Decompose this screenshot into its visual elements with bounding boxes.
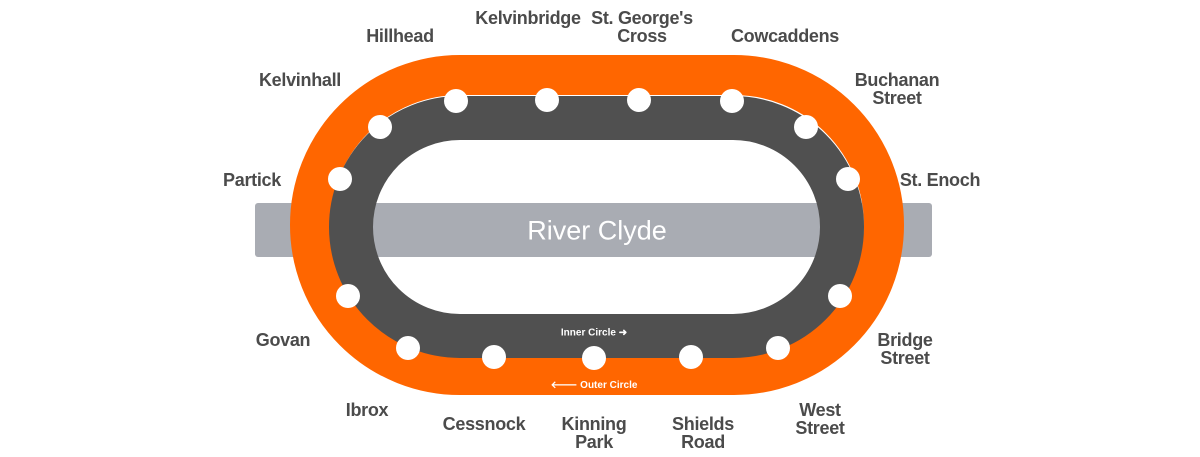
- inner-circle-line: [329, 96, 864, 358]
- station-label[interactable]: Kelvinbridge: [475, 8, 581, 28]
- station-label[interactable]: Hillhead: [366, 26, 434, 46]
- station-dot[interactable]: [582, 346, 606, 370]
- station-dot[interactable]: [444, 89, 468, 113]
- inner-circle-direction: Inner Circle ➜: [560, 327, 628, 339]
- station-dot[interactable]: [328, 167, 352, 191]
- station-label[interactable]: St. George's Cross: [591, 8, 693, 46]
- station-dot[interactable]: [535, 88, 559, 112]
- station-dot[interactable]: [482, 345, 506, 369]
- station-dot[interactable]: [836, 167, 860, 191]
- station-label[interactable]: Govan: [255, 330, 311, 350]
- outer-circle-direction: 🡐 Outer Circle: [550, 380, 638, 391]
- station-label[interactable]: Kinning Park: [561, 414, 627, 452]
- station-label[interactable]: West Street: [795, 400, 845, 438]
- station-dot[interactable]: [627, 88, 651, 112]
- station-label[interactable]: Bridge Street: [877, 330, 933, 368]
- station-label[interactable]: Cessnock: [442, 414, 526, 434]
- river-clyde-band: [255, 203, 932, 257]
- station-label[interactable]: St. Enoch: [899, 170, 981, 190]
- station-dot[interactable]: [794, 115, 818, 139]
- station-label[interactable]: Cowcaddens: [730, 26, 840, 46]
- station-dot[interactable]: [828, 284, 852, 308]
- station-label[interactable]: Partick: [223, 170, 281, 190]
- station-label[interactable]: Kelvinhall: [258, 70, 342, 90]
- station-dot[interactable]: [396, 336, 420, 360]
- station-dot[interactable]: [336, 284, 360, 308]
- station-label[interactable]: Shields Road: [672, 414, 734, 452]
- river-label: River Clyde: [527, 215, 667, 246]
- station-dot[interactable]: [766, 336, 790, 360]
- outer-circle-line: [290, 55, 904, 395]
- station-dot[interactable]: [720, 89, 744, 113]
- station-dot[interactable]: [679, 345, 703, 369]
- station-label[interactable]: Buchanan Street: [854, 70, 940, 108]
- station-label[interactable]: Ibrox: [345, 400, 389, 420]
- station-dot[interactable]: [368, 115, 392, 139]
